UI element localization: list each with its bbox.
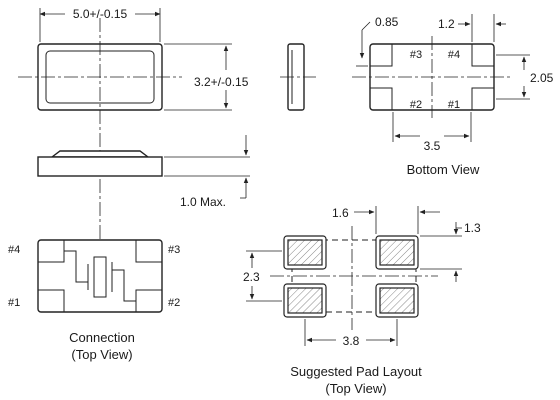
- side-view: 1.0 Max.: [37, 135, 250, 209]
- connection-caption-line2: (Top View): [71, 347, 132, 362]
- connection-caption-line1: Connection: [69, 330, 135, 345]
- layout-span-y-label: 2.3: [243, 270, 260, 284]
- pad-layout-view: 1.6 1.3 2.3 3.8 Suggested Pad Layout (To…: [243, 206, 481, 396]
- bottom-pitch-x-label: 3.5: [424, 139, 441, 153]
- bottom-offset-label: 0.85: [375, 15, 399, 29]
- bottom-pad-3: [370, 44, 393, 67]
- end-view: [280, 43, 316, 111]
- bottom-pad-width-label: 1.2: [438, 17, 455, 31]
- bottom-view: #3 #4 #2 #1 0.85 1.2 2.05 3.5 Bottom Vie…: [352, 14, 554, 177]
- bottom-pad-label-3: #3: [410, 49, 422, 61]
- layout-pad-width-label: 1.6: [332, 206, 349, 220]
- bottom-pad-4: [471, 44, 494, 67]
- connection-pin-1: #1: [8, 297, 20, 309]
- front-width-label: 5.0+/-0.15: [73, 7, 128, 21]
- bottom-pitch-y-label: 2.05: [530, 71, 554, 85]
- side-height-label: 1.0 Max.: [180, 195, 226, 209]
- layout-span-x-label: 3.8: [343, 334, 360, 348]
- connection-pin-3: #3: [168, 244, 180, 256]
- front-view: 5.0+/-0.15 3.2+/-0.15: [18, 7, 249, 240]
- pad-layout-caption-line2: (Top View): [325, 381, 386, 396]
- connection-pin-4: #4: [8, 244, 20, 256]
- pad-layout-caption-line1: Suggested Pad Layout: [290, 364, 422, 379]
- connection-view: #4 #3 #1 #2 Connection (Top View): [8, 239, 180, 362]
- bottom-view-caption: Bottom View: [407, 162, 480, 177]
- bottom-pad-label-4: #4: [448, 49, 460, 61]
- bottom-pad-label-2: #2: [410, 99, 422, 111]
- connection-pin-2: #2: [168, 297, 180, 309]
- layout-pad-height-label: 1.3: [464, 221, 481, 235]
- bottom-pad-1: [471, 87, 494, 110]
- bottom-pad-label-1: #1: [448, 99, 460, 111]
- bottom-pad-2: [370, 87, 393, 110]
- front-height-label: 3.2+/-0.15: [194, 75, 249, 89]
